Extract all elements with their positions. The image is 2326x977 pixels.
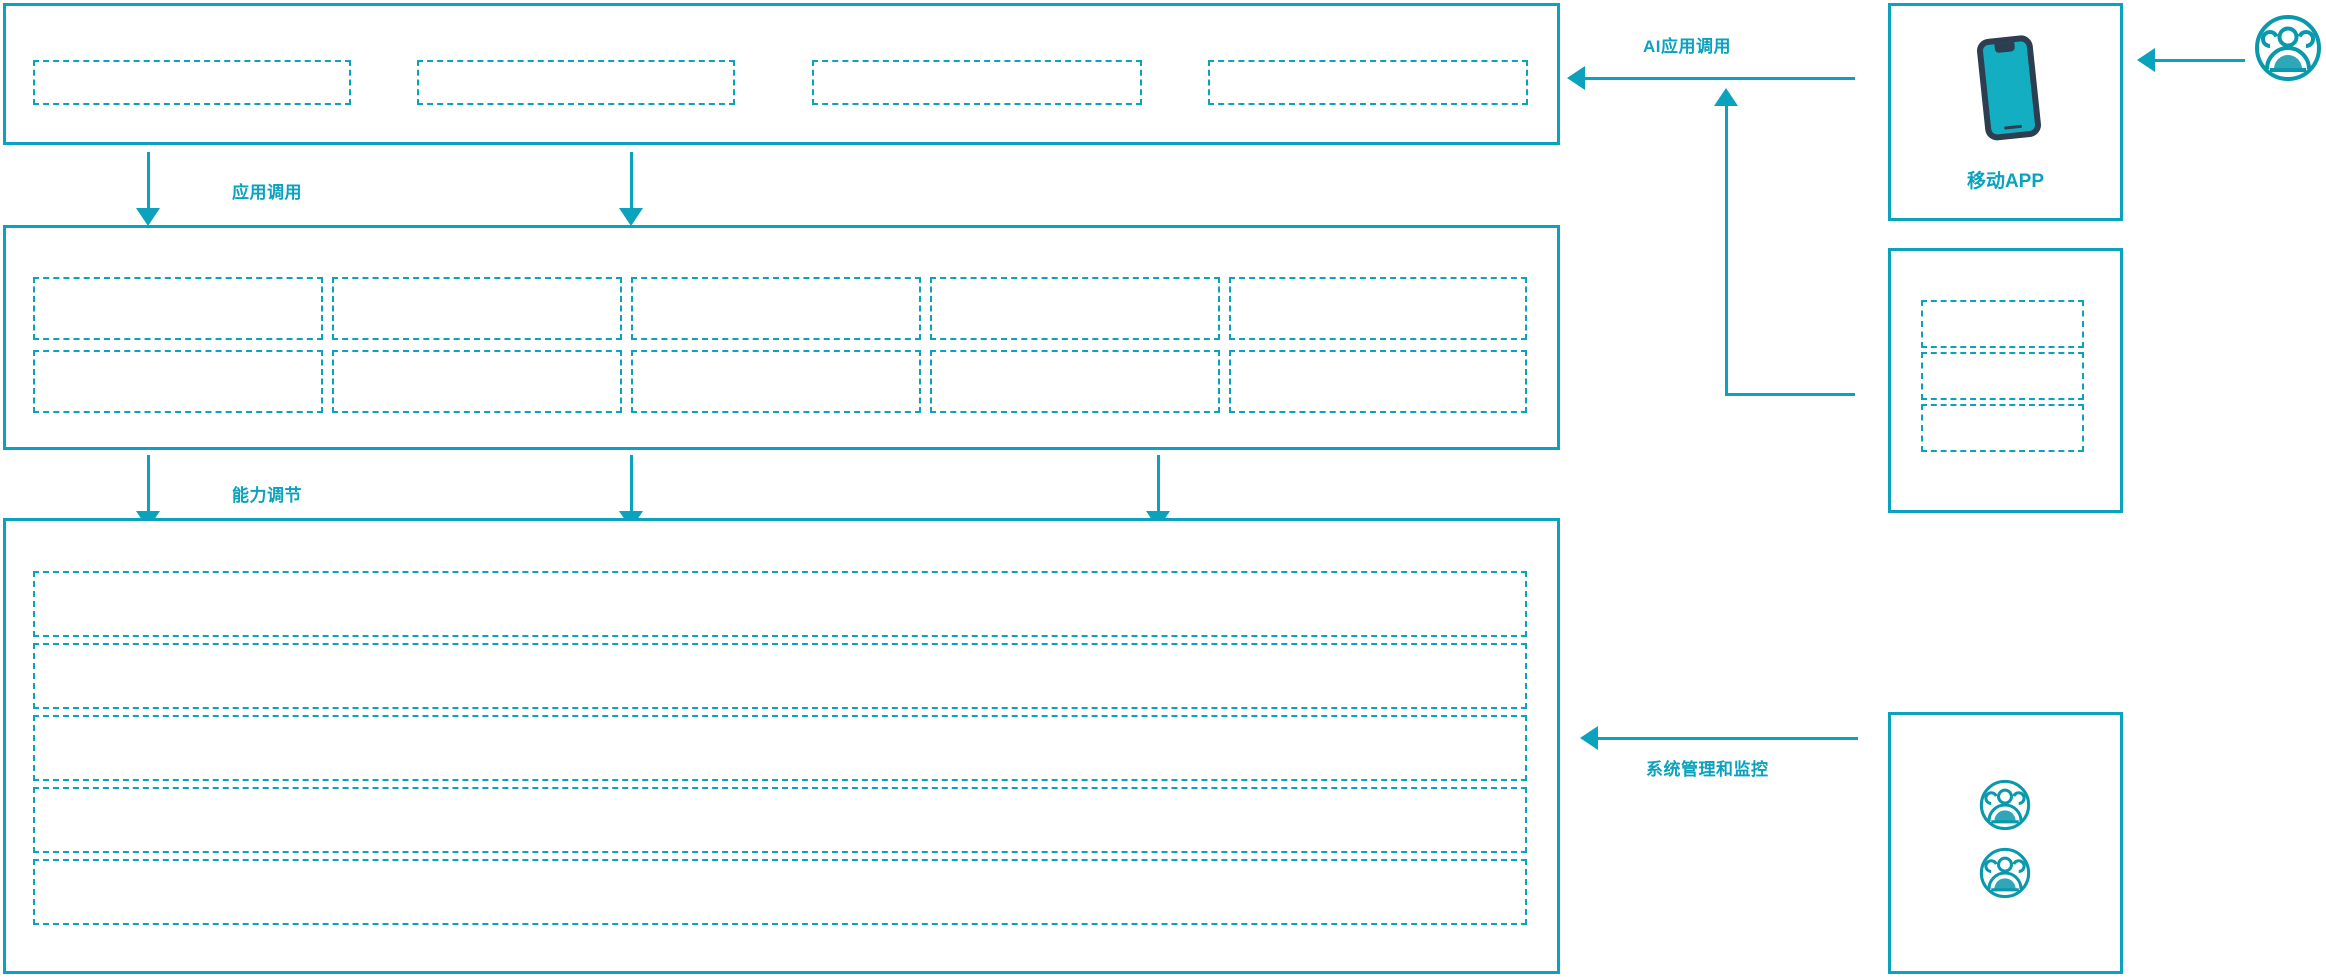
capability-slot-r2c5[interactable] (1229, 350, 1527, 413)
ai-app-call-arrow-head (1567, 66, 1585, 90)
app-call-arrow-shaft-2 (630, 152, 633, 214)
mobile-phone-icon (1966, 34, 2051, 147)
platform-bar-1[interactable] (33, 571, 1527, 637)
capability-slot-r1c3[interactable] (631, 277, 921, 340)
service-list-slot-2[interactable] (1921, 352, 2084, 400)
app-call-arrow-head-1 (136, 208, 160, 226)
users-group-icon-external (2250, 10, 2326, 91)
application-slot-2[interactable] (417, 60, 735, 105)
list-card-connector-shaft (1725, 105, 1728, 395)
app-call-arrow-head-2 (619, 208, 643, 226)
capability-slot-r1c1[interactable] (33, 277, 323, 340)
external-actor-arrow-shaft (2155, 59, 2245, 62)
flow-label-system-manage-monitor: 系统管理和监控 (1646, 760, 1769, 779)
flow-label-capability-adjust: 能力调节 (232, 486, 302, 505)
users-group-icon-operator-1 (1976, 776, 2034, 839)
flow-label-app-call: 应用调用 (232, 183, 302, 202)
system-manage-arrow-head (1580, 726, 1598, 750)
mobile-app-card-label: 移动APP (1966, 171, 2045, 192)
capability-slot-r2c3[interactable] (631, 350, 921, 413)
capability-slot-r2c2[interactable] (332, 350, 622, 413)
capability-slot-r2c1[interactable] (33, 350, 323, 413)
capability-slot-r1c2[interactable] (332, 277, 622, 340)
list-card-connector-head (1714, 88, 1738, 106)
platform-layer (3, 518, 1560, 974)
operators-card[interactable] (1888, 712, 2123, 974)
external-actor-arrow-head (2137, 48, 2155, 72)
list-card-connector-elbow (1725, 393, 1855, 396)
service-list-slot-3[interactable] (1921, 404, 2084, 452)
ai-app-call-arrow-shaft (1585, 77, 1855, 80)
system-manage-arrow-shaft (1598, 737, 1858, 740)
application-layer (3, 3, 1560, 145)
service-list-slot-1[interactable] (1921, 300, 2084, 348)
application-slot-1[interactable] (33, 60, 351, 105)
capability-adjust-arrow-shaft-1 (147, 455, 150, 517)
platform-bar-2[interactable] (33, 643, 1527, 709)
platform-bar-4[interactable] (33, 787, 1527, 853)
users-group-icon-operator-2 (1976, 844, 2034, 907)
capability-adjust-arrow-shaft-3 (1157, 455, 1160, 517)
capability-adjust-arrow-shaft-2 (630, 455, 633, 517)
application-slot-3[interactable] (812, 60, 1142, 105)
capability-slot-r2c4[interactable] (930, 350, 1220, 413)
application-slot-4[interactable] (1208, 60, 1528, 105)
platform-bar-5[interactable] (33, 859, 1527, 925)
flow-label-ai-app-call: AI应用调用 (1643, 37, 1731, 56)
platform-bar-3[interactable] (33, 715, 1527, 781)
mobile-app-card[interactable]: 移动APP (1888, 3, 2123, 221)
capability-slot-r1c5[interactable] (1229, 277, 1527, 340)
app-call-arrow-shaft-1 (147, 152, 150, 214)
capability-slot-r1c4[interactable] (930, 277, 1220, 340)
